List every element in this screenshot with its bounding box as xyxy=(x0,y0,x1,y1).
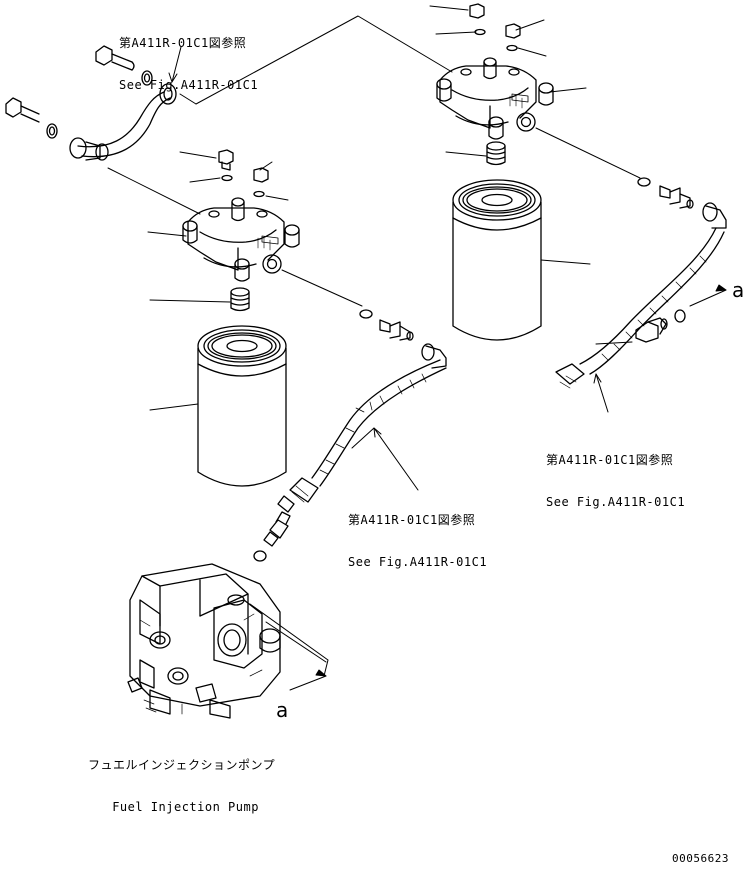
reference-en: See Fig.A411R-01C1 xyxy=(546,495,686,509)
right-fuel-filter xyxy=(452,179,542,341)
reference-jp: 第A411R-01C1図参照 xyxy=(348,513,476,527)
reference-jp: 第A411R-01C1図参照 xyxy=(546,453,674,467)
connection-mark-left: a xyxy=(276,698,289,722)
reference-jp: 第A411R-01C1図参照 xyxy=(119,36,247,50)
pump-label-jp: フュエルインジェクションポンプ xyxy=(88,758,276,772)
o-ring-right-upper xyxy=(637,177,651,187)
left-filter-element xyxy=(230,287,250,312)
banjo-bolt-lower xyxy=(5,97,58,139)
pump-connector xyxy=(263,511,291,547)
reference-en: See Fig.A411R-01C1 xyxy=(348,555,488,569)
left-lower-hose xyxy=(277,343,447,513)
o-ring-left xyxy=(359,309,373,319)
reference-label-right: 第A411R-01C1図参照 See Fig.A411R-01C1 xyxy=(546,425,685,523)
left-connector xyxy=(379,319,414,341)
right-connector-lower xyxy=(635,317,668,343)
right-connector-upper xyxy=(659,185,694,209)
fuel-injection-pump xyxy=(127,563,281,719)
left-filter-head xyxy=(182,149,300,282)
drawing-number: 00056623 xyxy=(672,852,729,865)
left-fuel-filter xyxy=(197,325,287,487)
reference-en: See Fig.A411R-01C1 xyxy=(119,78,259,92)
reference-label-top: 第A411R-01C1図参照 See Fig.A411R-01C1 xyxy=(119,8,258,106)
reference-label-middle: 第A411R-01C1図参照 See Fig.A411R-01C1 xyxy=(348,485,487,583)
o-ring-pump xyxy=(253,550,267,562)
pump-label: フュエルインジェクションポンプ Fuel Injection Pump xyxy=(88,730,275,828)
right-filter-element xyxy=(486,141,506,166)
left-upper-hose xyxy=(5,45,177,161)
right-hose xyxy=(555,202,727,389)
pump-label-en: Fuel Injection Pump xyxy=(112,800,259,814)
connection-mark-right: a xyxy=(732,278,745,302)
banjo-bolt-upper xyxy=(95,45,153,86)
right-filter-head xyxy=(436,3,554,140)
o-ring-right-lower xyxy=(674,309,686,323)
